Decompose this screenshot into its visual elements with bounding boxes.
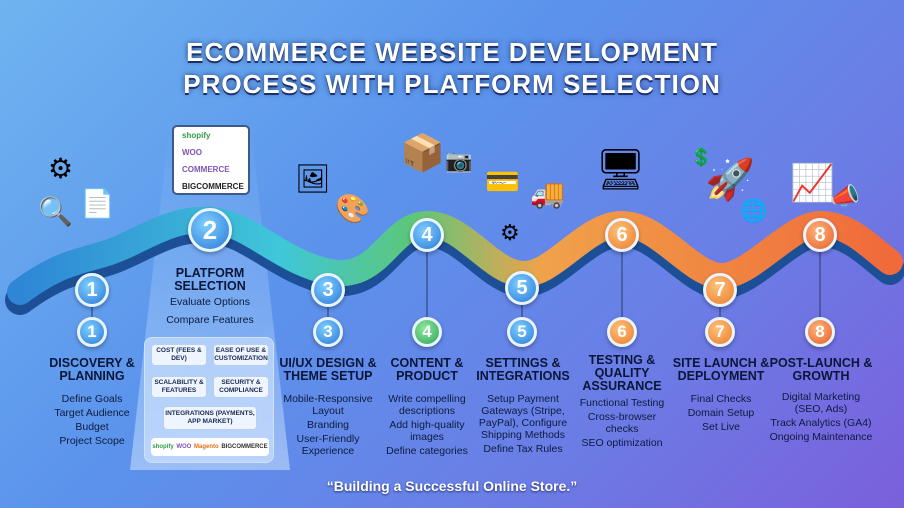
platform-browser-window: shopify WOO COMMERCE BIGCOMMERCE bbox=[172, 125, 250, 195]
criteria-integrations: INTEGRATIONS (PAYMENTS, APP MARKET) bbox=[163, 406, 257, 430]
step-title: CONTENT & PRODUCT bbox=[390, 356, 464, 383]
platform-logos-strip: shopify WOO Magento BIGCOMMERCE bbox=[151, 438, 269, 456]
step-badge-5: 5 bbox=[507, 317, 537, 347]
step-item: Final Checks bbox=[690, 393, 752, 405]
ribbon bbox=[7, 206, 903, 305]
step-item: Target Audience bbox=[54, 407, 130, 419]
step-discovery: DISCOVERY & PLANNING Define Goals Target… bbox=[36, 356, 148, 448]
criteria-cost: COST (FEES & DEV) bbox=[151, 344, 207, 366]
step-settings-integrations: SETTINGS & INTEGRATIONS Setup Payment Ga… bbox=[474, 356, 572, 456]
boxes-icon: 📦 bbox=[400, 132, 445, 173]
globe-icon: 🌐 bbox=[740, 198, 768, 223]
woocommerce-logo: WOO COMMERCE bbox=[182, 148, 230, 174]
woo-logo: WOO bbox=[176, 444, 192, 450]
shopify-logo: shopify bbox=[152, 444, 174, 450]
step-item: Compare Features bbox=[166, 314, 254, 326]
wireframe-icon: 🖼 bbox=[295, 163, 331, 194]
ribbon-step-6: 6 bbox=[605, 218, 639, 252]
step-item: SEO optimization bbox=[581, 437, 663, 449]
step-item: Project Scope bbox=[59, 435, 125, 447]
step-title: PLATFORM SELECTION bbox=[174, 266, 246, 293]
step-item: Define Tax Rules bbox=[483, 443, 563, 455]
bigcommerce-logo: BIGCOMMERCE bbox=[182, 182, 244, 191]
ribbon-step-5: 5 bbox=[505, 271, 539, 305]
step-badge-7: 7 bbox=[705, 317, 735, 347]
step-title: POST-LAUNCH & GROWTH bbox=[769, 356, 873, 383]
step-item: Define Goals bbox=[61, 393, 123, 405]
step-item: Evaluate Options bbox=[170, 296, 250, 308]
criteria-ease-of-use: EASE OF USE & CUSTOMIZATION bbox=[213, 344, 269, 366]
step-item: Mobile-Responsive Layout bbox=[283, 393, 373, 417]
criteria-scalability: SCALABILITY & FEATURES bbox=[151, 376, 207, 398]
camera-icon: 📷 bbox=[445, 148, 473, 173]
step-title: TESTING & QUALITY ASSURANCE bbox=[582, 353, 662, 393]
step-item: Domain Setup bbox=[687, 407, 755, 419]
title-line-2: PROCESS WITH PLATFORM SELECTION bbox=[183, 69, 721, 99]
step-badge-8: 8 bbox=[805, 317, 835, 347]
monitor-check-icon: 🖥 bbox=[595, 148, 646, 192]
step-title: SITE LAUNCH & DEPLOYMENT bbox=[672, 356, 770, 383]
credit-card-icon: 💳 bbox=[485, 166, 520, 197]
shopify-logo: shopify bbox=[182, 131, 211, 140]
tagline-quote: “Building a Successful Online Store.” bbox=[326, 478, 578, 494]
step-item: Define categories bbox=[386, 445, 468, 457]
step-item: User-Friendly Experience bbox=[296, 433, 360, 457]
step-item: Branding bbox=[306, 419, 350, 431]
ribbon-step-8: 8 bbox=[803, 218, 837, 252]
magento-logo: Magento bbox=[193, 444, 219, 450]
step-title: DISCOVERY & PLANNING bbox=[49, 356, 135, 383]
step-badge-1: 1 bbox=[77, 317, 107, 347]
platform-criteria-card: COST (FEES & DEV) EASE OF USE & CUSTOMIZ… bbox=[144, 337, 274, 463]
step-item: Set Live bbox=[702, 421, 740, 433]
step-title: SETTINGS & INTEGRATIONS bbox=[476, 356, 570, 383]
step-site-launch: SITE LAUNCH & DEPLOYMENT Final Checks Do… bbox=[670, 356, 772, 434]
step-item: Ongoing Maintenance bbox=[769, 431, 873, 443]
step-item: Setup Payment Gateways (Stripe, PayPal),… bbox=[478, 393, 568, 441]
magnifier-icon: 🔍 bbox=[38, 196, 73, 227]
coin-icon: 💲 bbox=[690, 147, 713, 167]
bigcommerce-logo: BIGCOMMERCE bbox=[221, 444, 268, 450]
step-post-launch: POST-LAUNCH & GROWTH Digital Marketing (… bbox=[768, 356, 874, 444]
ribbon-step-1: 1 bbox=[75, 273, 109, 307]
step-badge-4: 4 bbox=[412, 317, 442, 347]
title-line-1: ECOMMERCE WEBSITE DEVELOPMENT bbox=[186, 37, 718, 67]
step-content-product: CONTENT & PRODUCT Write compelling descr… bbox=[375, 356, 479, 458]
step-testing-qa: TESTING & QUALITY ASSURANCE Functional T… bbox=[574, 353, 670, 450]
step-badge-3: 3 bbox=[313, 317, 343, 347]
ribbon-step-3: 3 bbox=[311, 273, 345, 307]
rocket-icon: 🚀 bbox=[705, 158, 755, 202]
step-item: Digital Marketing (SEO, Ads) bbox=[781, 391, 861, 415]
criteria-security: SECURITY & COMPLIANCE bbox=[213, 376, 269, 398]
page-title: ECOMMERCE WEBSITE DEVELOPMENT PROCESS WI… bbox=[0, 36, 904, 100]
step-item: Budget bbox=[75, 421, 109, 433]
step-title: UI/UX DESIGN & THEME SETUP bbox=[279, 356, 377, 383]
megaphone-icon: 📣 bbox=[830, 183, 860, 210]
gear-icon: ⚙ bbox=[48, 153, 74, 184]
step-item: Add high-quality images bbox=[389, 419, 465, 443]
step-item: Write compelling descriptions bbox=[388, 393, 466, 417]
ribbon-step-2: 2 bbox=[188, 208, 232, 252]
step-uiux-design: UI/UX DESIGN & THEME SETUP Mobile-Respon… bbox=[270, 356, 386, 458]
document-chart-icon: 📄 bbox=[80, 188, 115, 219]
step-platform-selection: PLATFORM SELECTION Evaluate Options Comp… bbox=[154, 266, 266, 327]
step-item: Cross-browser checks bbox=[587, 411, 657, 435]
step-badge-6: 6 bbox=[607, 317, 637, 347]
color-palette-icon: 🎨 bbox=[335, 193, 370, 224]
ribbon-step-4: 4 bbox=[410, 218, 444, 252]
step-item: Track Analytics (GA4) bbox=[770, 417, 872, 429]
delivery-truck-icon: 🚚 bbox=[530, 178, 565, 209]
ribbon-step-7: 7 bbox=[703, 273, 737, 307]
gears-icon: ⚙ bbox=[500, 220, 520, 245]
step-item: Functional Testing bbox=[579, 397, 665, 409]
growth-chart-icon: 📈 bbox=[790, 162, 835, 203]
